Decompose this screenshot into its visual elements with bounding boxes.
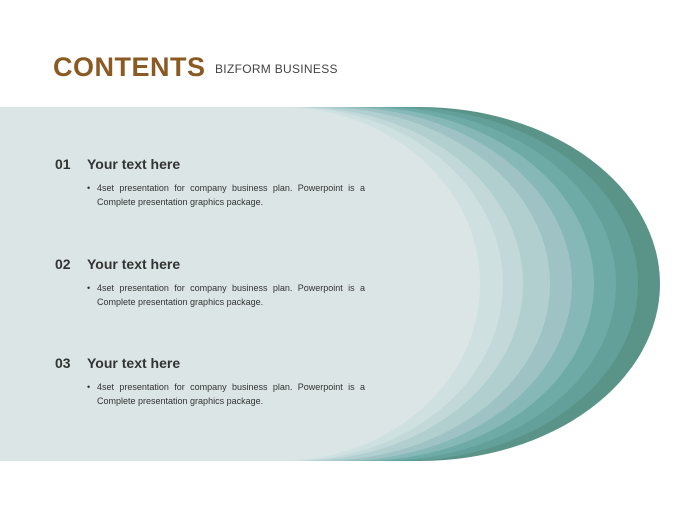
page-title: CONTENTS <box>53 52 206 82</box>
item-number: 02 <box>55 256 71 272</box>
item-heading: Your text here <box>87 256 181 272</box>
item-number: 01 <box>55 156 71 172</box>
item-description-text: 4set presentation for company business p… <box>97 283 365 307</box>
bullet-marker: • <box>87 183 91 193</box>
bullet-marker: • <box>87 283 91 293</box>
item-description-text: 4set presentation for company business p… <box>97 183 365 207</box>
bullet-marker: • <box>87 382 91 392</box>
item-description: • 4set presentation for company business… <box>87 281 365 309</box>
item-heading: Your text here <box>87 355 181 371</box>
item-description: • 4set presentation for company business… <box>87 380 365 408</box>
item-number: 03 <box>55 355 71 371</box>
page-subtitle: BIZFORM BUSINESS <box>215 62 338 76</box>
arc-layer-9 <box>0 107 480 461</box>
item-description-text: 4set presentation for company business p… <box>97 382 365 406</box>
item-heading: Your text here <box>87 156 181 172</box>
item-description: • 4set presentation for company business… <box>87 181 365 209</box>
